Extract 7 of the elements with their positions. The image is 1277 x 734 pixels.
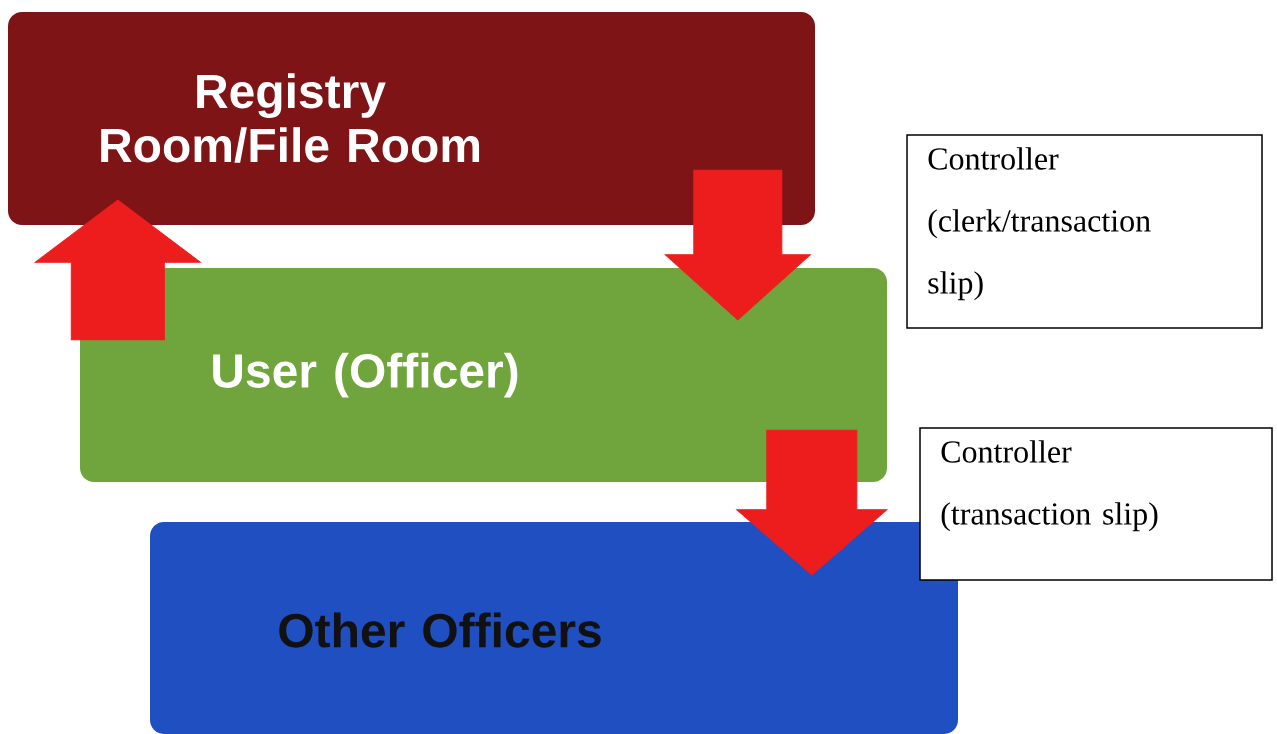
note-box: Controller (transaction slip) — [919, 427, 1273, 581]
block-arrow — [736, 429, 888, 576]
stage-band: Registry Room/File Room — [8, 12, 815, 225]
stage-band: User (Officer) — [80, 268, 887, 482]
block-arrow — [664, 169, 811, 321]
block-arrow — [34, 199, 201, 341]
note-box: Controller (clerk/transaction slip) — [906, 134, 1263, 329]
